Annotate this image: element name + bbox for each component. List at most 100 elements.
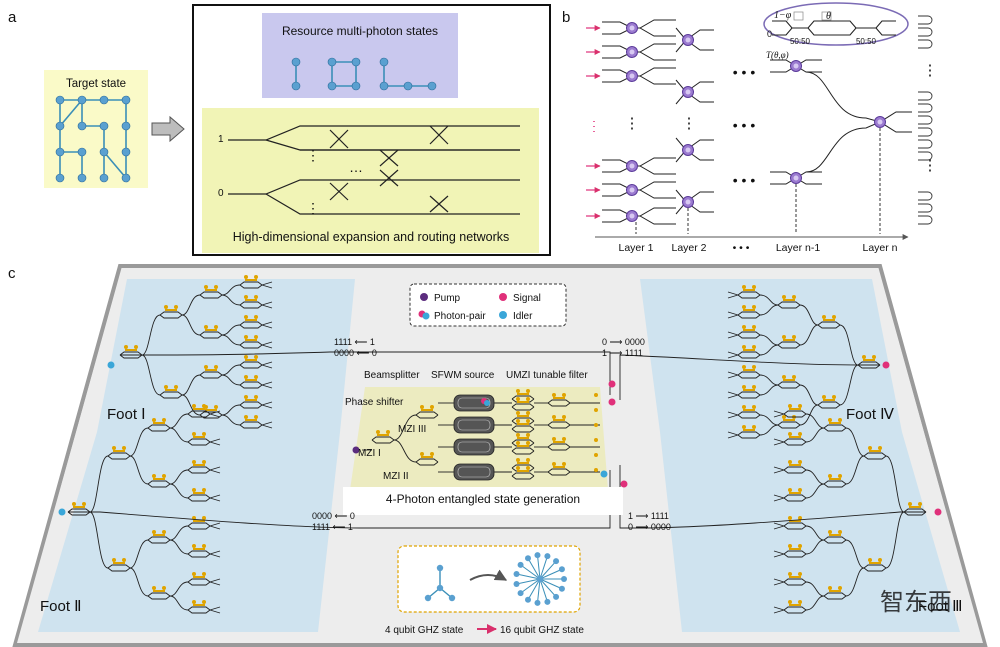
- heater-pad: [174, 385, 178, 389]
- chip-waveguide: [783, 441, 807, 446]
- t-theta-phi-label: T(θ,φ): [766, 50, 789, 60]
- chip-waveguide: [169, 483, 189, 499]
- chip-waveguide: [147, 595, 171, 600]
- signal-dot: [608, 380, 616, 388]
- inset-phi-label: 1−φ: [774, 10, 792, 21]
- heater-pad: [192, 432, 196, 436]
- chip-waveguide: [777, 301, 801, 306]
- chip-waveguide: [777, 381, 801, 386]
- chip-waveguide: [805, 539, 825, 555]
- layer-hdots-2: • • •: [733, 117, 756, 133]
- layer-waveguide: [675, 79, 714, 93]
- ghz-edge: [539, 560, 557, 580]
- heater-pad: [254, 295, 258, 299]
- chip-waveguide: [783, 606, 807, 611]
- ghz-node: [448, 594, 456, 602]
- signal-dot: [882, 361, 890, 369]
- chip-waveguide: [777, 384, 801, 389]
- heater-pad: [162, 418, 166, 422]
- route-left-1: 1111 ⟵ 1: [334, 337, 375, 347]
- routing-input-zero: 0: [218, 188, 224, 199]
- heater-pad: [908, 502, 912, 506]
- chip-waveguide: [783, 525, 807, 530]
- layer-waveguide: [805, 71, 912, 123]
- mzi-inset-path-bottom: [772, 27, 896, 36]
- heater-pad: [202, 544, 206, 548]
- signal-dot: [620, 480, 628, 488]
- gen-waveguide: [371, 436, 395, 441]
- gen-waveguide: [547, 443, 571, 448]
- beamsplitter-node-core: [629, 49, 635, 55]
- layer-waveguide: [675, 91, 714, 105]
- mzi-inset-path-top: [772, 20, 896, 29]
- chip-waveguide: [209, 606, 221, 611]
- gen-waveguide: [547, 421, 571, 426]
- chip-waveguide: [199, 331, 223, 336]
- heater-pad: [202, 600, 206, 604]
- target-edge: [59, 99, 83, 127]
- resource-states-title: Resource multi-photon states: [282, 24, 438, 38]
- heater-pad: [788, 488, 792, 492]
- chip-waveguide: [159, 314, 183, 319]
- chip-waveguide: [209, 413, 221, 418]
- chip-waveguide: [119, 354, 143, 359]
- chip-waveguide: [903, 508, 927, 513]
- heater-pad: [134, 345, 138, 349]
- heater-pad: [516, 411, 520, 415]
- chip-waveguide: [239, 341, 263, 346]
- heater-pad: [562, 462, 566, 466]
- gen-waveguide: [547, 471, 571, 476]
- chip-waveguide: [199, 411, 223, 416]
- ghz-node: [553, 593, 560, 600]
- chip-waveguide: [209, 525, 221, 530]
- chip-waveguide: [169, 525, 189, 541]
- chip-waveguide: [261, 364, 273, 369]
- ghz-node: [513, 571, 520, 578]
- chip-waveguide: [209, 441, 221, 446]
- arrow-icon: [151, 115, 185, 143]
- layer-waveguide: [602, 157, 676, 167]
- gen-waveguide: [511, 439, 535, 444]
- heater-pad: [254, 335, 258, 339]
- heater-pad: [828, 530, 832, 534]
- heater-pad: [192, 460, 196, 464]
- route-left-2: 0000 ⟵ 0: [334, 348, 377, 358]
- ghz-edge: [539, 578, 557, 598]
- chip-waveguide: [169, 427, 189, 443]
- layer-waveguide: [602, 215, 676, 225]
- heater-pad: [742, 425, 746, 429]
- heater-pad: [788, 432, 792, 436]
- chip-waveguide: [737, 411, 761, 416]
- heater-pad: [752, 405, 756, 409]
- mzi-1-label: MZI I: [358, 448, 381, 459]
- layer-hdots-3: • • •: [733, 172, 756, 188]
- chip-waveguide: [261, 344, 273, 349]
- chip-waveguide: [239, 321, 263, 326]
- chip-waveguide: [783, 466, 807, 471]
- chip-waveguide: [805, 427, 825, 443]
- route-right-4: 0 ⟶ 0000: [628, 522, 671, 532]
- heater-pad: [516, 433, 520, 437]
- foot-4-region: [640, 279, 902, 432]
- heater-pad: [742, 405, 746, 409]
- legend-signal: Signal: [513, 293, 541, 304]
- chip-waveguide: [727, 311, 739, 316]
- heater-pad: [254, 375, 258, 379]
- gen-waveguide: [547, 468, 571, 473]
- heater-pad: [244, 295, 248, 299]
- chip-waveguide: [187, 466, 211, 471]
- panel-a-label: a: [8, 9, 17, 26]
- chip-waveguide: [261, 301, 273, 306]
- heater-pad: [838, 418, 842, 422]
- chip-waveguide: [727, 314, 739, 319]
- chip-waveguide: [783, 469, 807, 474]
- chip-waveguide: [239, 304, 263, 309]
- heater-pad: [552, 415, 556, 419]
- chip-waveguide: [773, 522, 785, 527]
- idler-dot: [58, 508, 66, 516]
- chip-waveguide: [107, 455, 131, 460]
- gen-waveguide: [547, 399, 571, 404]
- resource-node: [379, 81, 389, 91]
- target-node: [121, 173, 131, 183]
